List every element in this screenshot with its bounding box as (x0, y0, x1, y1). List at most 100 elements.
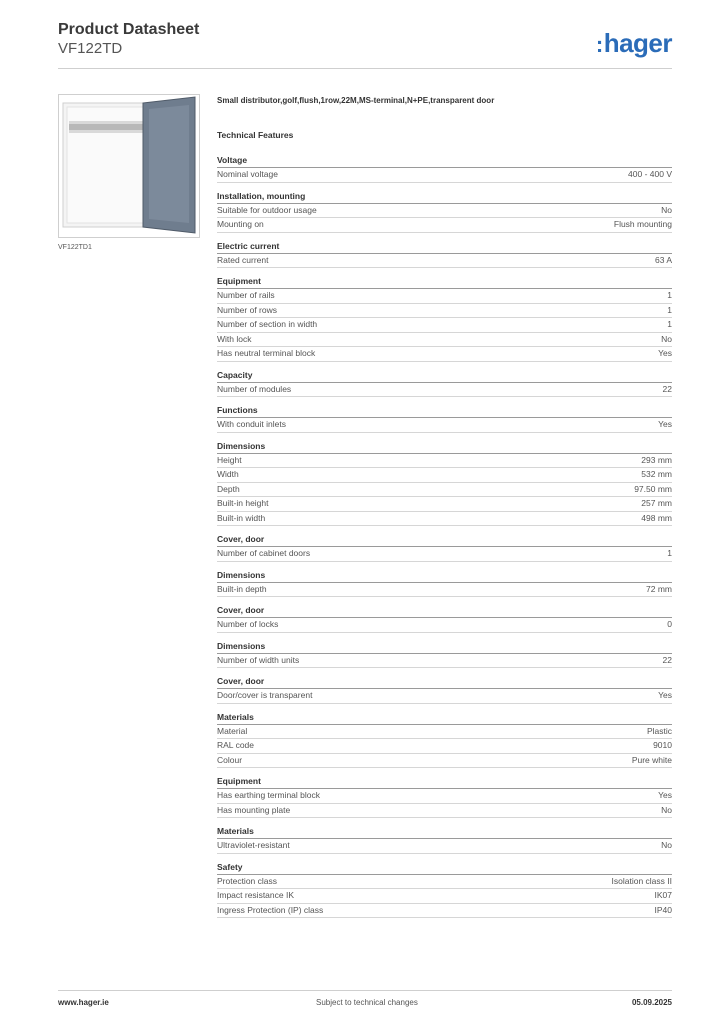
feature-label: Has neutral terminal block (217, 348, 316, 358)
feature-row: Built-in depth 72 mm (217, 583, 672, 597)
feature-label: Number of rails (217, 290, 275, 300)
feature-label: Nominal voltage (217, 169, 278, 179)
feature-value: 1 (667, 290, 672, 300)
hager-logo: :hager (595, 28, 673, 58)
feature-value: 532 mm (641, 469, 672, 479)
section-title: Cover, door (217, 531, 672, 547)
section-title: Cover, door (217, 673, 672, 689)
feature-value: 22 (662, 383, 672, 394)
feature-label: Suitable for outdoor usage (217, 204, 317, 215)
feature-row: Depth 97.50 mm (217, 483, 672, 497)
feature-value: Yes (658, 419, 672, 429)
section-title: Installation, mounting (217, 188, 672, 204)
feature-label: Number of cabinet doors (217, 548, 311, 558)
product-description: Small distributor,golf,flush,1row,22M,MS… (217, 96, 495, 105)
feature-row: Has neutral terminal block Yes (217, 347, 672, 362)
features-title: Technical Features (217, 130, 294, 140)
feature-label: Number of modules (217, 383, 292, 394)
product-code: VF122TD (58, 40, 123, 57)
feature-label: Door/cover is transparent (217, 690, 313, 700)
feature-label: RAL code (217, 740, 255, 750)
feature-value: 498 mm (641, 512, 672, 523)
feature-row: With conduit inlets Yes (217, 418, 672, 433)
feature-label: Impact resistance IK (217, 890, 295, 900)
feature-label: Depth (217, 483, 240, 494)
feature-value: 63 A (654, 254, 672, 265)
feature-label: With conduit inlets (217, 419, 286, 429)
logo-text: hager (603, 28, 673, 58)
page-title: Product Datasheet (58, 21, 200, 38)
feature-row: Colour Pure white (217, 754, 672, 768)
feature-row: Number of rails 1 (217, 289, 672, 304)
feature-label: Ultraviolet-resistant (217, 840, 290, 850)
section-title: Voltage (217, 152, 672, 168)
feature-label: Number of rows (217, 304, 277, 315)
feature-value: 1 (667, 548, 672, 558)
feature-value: Isolation class II (611, 875, 672, 886)
feature-value: 9010 (653, 740, 672, 750)
feature-value: 97.50 mm (634, 483, 672, 494)
footer-divider (58, 990, 672, 991)
feature-label: Built-in width (217, 512, 266, 523)
section-title: Equipment (217, 773, 672, 789)
feature-label: Number of locks (217, 619, 279, 629)
feature-row: Impact resistance IK IK07 (217, 889, 672, 904)
feature-label: Number of section in width (217, 319, 318, 329)
feature-value: 293 mm (641, 454, 672, 465)
section-title: Dimensions (217, 438, 672, 454)
website-link[interactable]: www.hager.ie (58, 998, 109, 1007)
feature-row: Number of modules 22 (217, 383, 672, 397)
feature-value: 0 (667, 619, 672, 629)
feature-row: Ultraviolet-resistant No (217, 839, 672, 854)
feature-value: No (661, 840, 672, 850)
feature-label: Built-in height (217, 498, 269, 508)
feature-value: 72 mm (646, 583, 672, 594)
feature-value: 257 mm (641, 498, 672, 508)
feature-label: Colour (217, 754, 243, 765)
feature-row: Number of locks 0 (217, 618, 672, 633)
page-header: Product Datasheet VF122TD :hager (58, 20, 673, 70)
feature-label: Has mounting plate (217, 804, 291, 815)
feature-label: Built-in depth (217, 583, 267, 594)
feature-label: Has earthing terminal block (217, 790, 320, 800)
feature-label: With lock (217, 333, 252, 344)
feature-value: 1 (667, 319, 672, 329)
section-title: Dimensions (217, 638, 672, 654)
feature-value: Flush mounting (613, 219, 672, 229)
feature-value: Pure white (631, 754, 672, 765)
feature-value: Yes (658, 348, 672, 358)
technical-content: Small distributor,golf,flush,1row,22M,MS… (217, 92, 672, 923)
feature-label: Width (217, 469, 239, 479)
section-title: Cover, door (217, 602, 672, 618)
feature-value: Yes (658, 790, 672, 800)
section-title: Functions (217, 402, 672, 418)
feature-value: IK07 (654, 890, 673, 900)
feature-row: Width 532 mm (217, 468, 672, 483)
feature-label: Material (217, 725, 248, 736)
header-divider (58, 68, 672, 69)
